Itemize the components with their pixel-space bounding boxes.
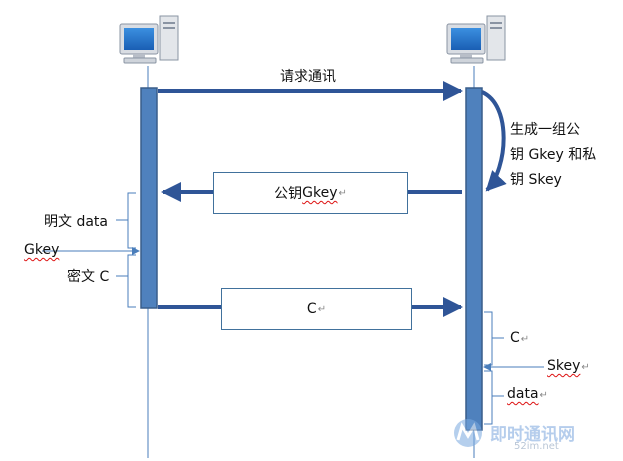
- key-note-line-1: 生成一组公: [510, 122, 580, 138]
- cipher-box-label: C: [306, 301, 317, 317]
- skey-label: Skey↵: [547, 358, 590, 374]
- public-key-box: 公钥 Gkey↵: [213, 172, 408, 214]
- gkey-label: Gkey: [24, 242, 60, 258]
- ciphertext-label: 密文 C: [67, 269, 110, 285]
- server-computer-icon: [446, 15, 506, 64]
- request-label: 请求通讯: [280, 69, 336, 85]
- key-generation-note: 生成一组公 钥 Gkey 和私 钥 Skey: [510, 118, 596, 193]
- data-brace: [484, 370, 493, 425]
- server-activation-bar: [465, 87, 483, 431]
- plaintext-brace: [127, 192, 136, 249]
- plaintext-label: 明文 data: [44, 214, 108, 230]
- public-key-prefix: 公钥: [274, 186, 303, 202]
- cipher-box: C↵: [221, 288, 412, 330]
- cipher-brace: [484, 311, 493, 366]
- watermark-logo-icon: [454, 419, 482, 447]
- ciphertext-brace: [127, 254, 136, 308]
- public-key-name: Gkey: [302, 185, 338, 201]
- watermark-title: 即时通讯网: [490, 425, 575, 445]
- watermark-url: 52im.net: [514, 441, 559, 452]
- key-note-line-3: 钥 Skey: [510, 172, 562, 188]
- client-computer-icon: [119, 15, 179, 64]
- key-generation-loop: [481, 90, 507, 192]
- decrypted-data-label: data↵: [507, 386, 548, 402]
- received-cipher-label: C↵: [510, 330, 530, 346]
- key-note-line-2: 钥 Gkey 和私: [510, 147, 597, 163]
- client-activation-bar: [140, 87, 158, 309]
